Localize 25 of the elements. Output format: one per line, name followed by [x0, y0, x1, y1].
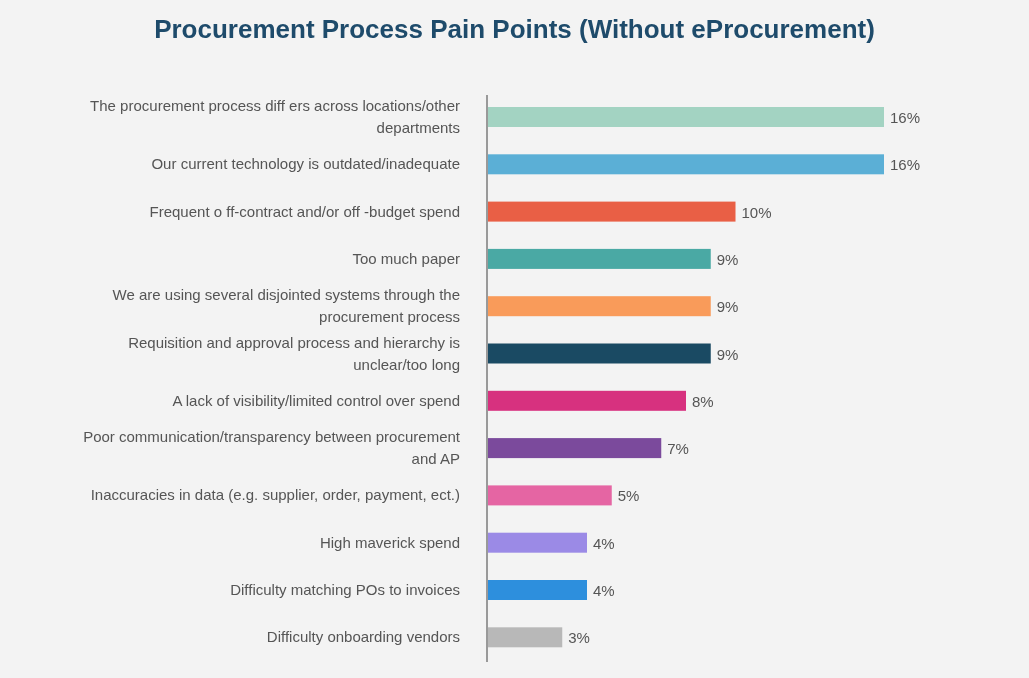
- category-label: Too much paper: [352, 248, 460, 269]
- category-label: High maverick spend: [319, 532, 460, 553]
- category-label: A lack of visibility/limited control over spend: [172, 390, 460, 411]
- chart-title: Procurement Process Pain Points (Without eProcurement): [153, 14, 876, 45]
- category-label: Our current technology is outdated/inadequate: [151, 154, 460, 175]
- value-label: 16%: [890, 155, 921, 173]
- value-label: 9%: [716, 345, 739, 362]
- value-label: 7%: [667, 439, 689, 457]
- category-label: We are using several disjointed systems through the procurement process: [111, 285, 460, 328]
- value-label: 4%: [593, 581, 615, 599]
- category-label: Requisition and approval process and hierarchy is unclear/too long: [127, 332, 460, 375]
- value-label: 5%: [617, 486, 640, 504]
- value-label: 4%: [593, 534, 615, 552]
- value-label: 16%: [890, 108, 921, 126]
- category-label: Inaccuracies in data (e.g. supplier, order, payment, ect.): [90, 485, 460, 506]
- value-label: 3%: [568, 628, 590, 646]
- value-label: 10%: [741, 203, 772, 221]
- value-label: 8%: [692, 392, 714, 410]
- category-label: Difficulty matching POs to invoices: [230, 580, 460, 600]
- value-label: 9%: [716, 297, 739, 315]
- category-label: Frequent o ff-contract and/or off -budget spend: [149, 201, 460, 222]
- category-label: Difficulty onboarding vendors: [266, 627, 460, 648]
- category-label: Poor communication/transparency between procurement and AP: [82, 427, 460, 470]
- category-label: The procurement process diff ers across locations/other departments: [89, 96, 460, 138]
- value-label: 9%: [716, 250, 739, 268]
